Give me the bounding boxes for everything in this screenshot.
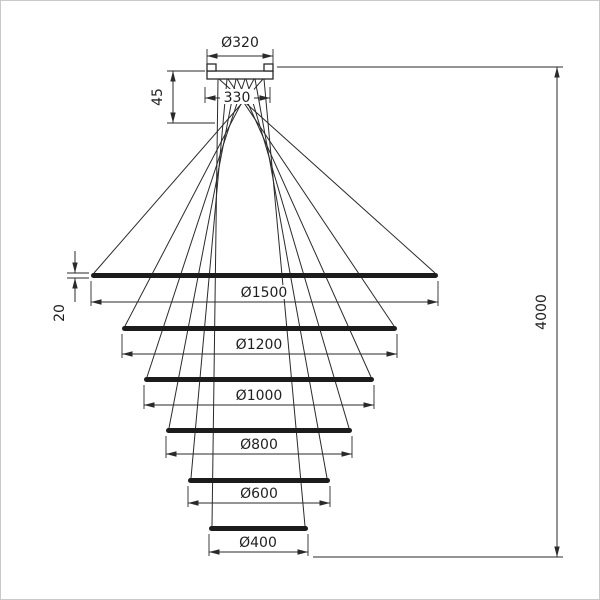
dimension-ring-1500: Ø1500: [90, 281, 439, 306]
dimension-label-ring-profile: 20: [52, 304, 68, 322]
wire: [124, 78, 255, 327]
label-mask: [233, 337, 285, 351]
dimension-ring-1000: Ø1000: [143, 385, 375, 409]
dimension-label-ring-1500: Ø1500: [241, 285, 288, 301]
dimension-label-overall-drop: 4000: [534, 294, 550, 330]
dimension-label-ring-1200: Ø1200: [236, 337, 283, 353]
ring-bar-1200: [122, 326, 397, 331]
wire: [93, 78, 264, 274]
ring-bar-800: [166, 428, 352, 433]
ceiling-canopy: [206, 63, 274, 80]
dimension-ring-600: Ø600: [187, 486, 331, 507]
ring-bar-1500: [91, 273, 438, 278]
ring-bar-1000: [144, 377, 374, 382]
wire: [190, 78, 228, 479]
wire: [146, 78, 246, 378]
dimension-ring-400: Ø400: [208, 534, 309, 556]
wire: [218, 78, 436, 274]
dimension-label-canopy-diameter: Ø320: [221, 35, 259, 51]
dimension-ring-profile: 20: [52, 251, 89, 322]
label-mask: [237, 437, 281, 451]
wire: [254, 78, 328, 479]
wire: [245, 78, 350, 429]
dimension-label-ring-1000: Ø1000: [236, 388, 283, 404]
canopy-bar: [206, 70, 274, 80]
wire: [236, 78, 372, 378]
dimension-canopy-diameter: Ø320: [206, 35, 274, 68]
label-mask: [233, 388, 285, 402]
label-mask: [220, 89, 254, 104]
dimension-label-suspension-spread: 330: [224, 90, 251, 106]
dimension-overall-drop: 4000: [277, 66, 563, 558]
dimension-canopy-height: 45: [150, 70, 215, 124]
wire: [168, 78, 237, 429]
dimension-ring-800: Ø800: [165, 436, 353, 458]
canopy-mount-right: [263, 63, 274, 72]
canopy-mount-left: [206, 63, 217, 72]
label-mask: [237, 486, 281, 500]
dimension-label-ring-800: Ø800: [240, 437, 278, 453]
label-mask: [238, 285, 290, 299]
ring-bar-600: [188, 478, 330, 483]
label-mask: [236, 535, 280, 549]
light-rings: [91, 273, 438, 531]
dimension-label-canopy-height: 45: [150, 88, 166, 106]
dimension-label-ring-600: Ø600: [240, 486, 278, 502]
dimension-label-ring-400: Ø400: [239, 535, 277, 551]
ring-bar-400: [209, 526, 308, 531]
dimension-ring-1200: Ø1200: [121, 334, 398, 358]
dimension-suspension-spread: 330: [204, 87, 271, 106]
